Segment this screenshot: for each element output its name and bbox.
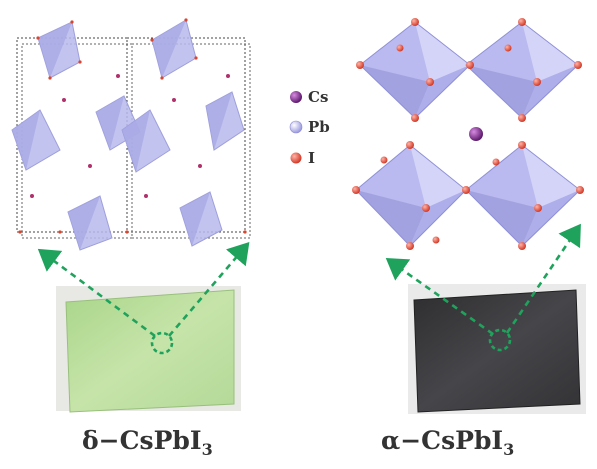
delta-arrow-left bbox=[37, 248, 156, 338]
alpha-iodide-atoms bbox=[352, 18, 584, 250]
delta-cs-atom bbox=[88, 164, 92, 168]
legend-label-pb: Pb bbox=[308, 118, 330, 136]
delta-arrows bbox=[37, 242, 250, 355]
delta-arrow-right bbox=[168, 242, 250, 337]
delta-cs-atom bbox=[144, 194, 148, 198]
alpha-phase-caption: α−CsPbI3 bbox=[381, 426, 514, 459]
legend-label-cs: Cs bbox=[308, 88, 329, 106]
alpha-arrows bbox=[385, 223, 581, 352]
delta-caption-text: δ−CsPbI bbox=[82, 426, 202, 455]
alpha-octahedron bbox=[359, 21, 471, 119]
delta-cs-atom bbox=[172, 98, 176, 102]
legend-label-i: I bbox=[308, 149, 316, 167]
alpha-film bbox=[413, 289, 581, 413]
delta-film bbox=[65, 289, 235, 413]
delta-cs-atom bbox=[198, 164, 202, 168]
delta-cs-atom bbox=[116, 74, 120, 78]
alpha-cs-atom bbox=[469, 127, 483, 141]
alpha-zoom-circle bbox=[488, 328, 512, 352]
legend-pb-swatch bbox=[289, 120, 303, 134]
alpha-caption-text: α−CsPbI bbox=[381, 426, 504, 455]
delta-film-photo bbox=[56, 286, 241, 413]
legend bbox=[289, 91, 303, 164]
alpha-octahedron bbox=[465, 21, 579, 119]
delta-cs-atom bbox=[226, 74, 230, 78]
legend-i-swatch bbox=[290, 152, 302, 164]
delta-phase-caption: δ−CsPbI3 bbox=[82, 426, 213, 459]
delta-zoom-circle bbox=[150, 331, 174, 355]
alpha-octahedron bbox=[465, 144, 581, 247]
alpha-octahedron bbox=[355, 144, 467, 247]
alpha-film-photo bbox=[408, 284, 586, 414]
delta-cs-atom bbox=[62, 98, 66, 102]
alpha-unit-cell bbox=[352, 18, 584, 250]
delta-unit-cell bbox=[11, 18, 251, 251]
legend-cs-swatch bbox=[290, 91, 302, 103]
delta-caption-subscript: 3 bbox=[201, 440, 213, 459]
alpha-caption-subscript: 3 bbox=[503, 440, 515, 459]
delta-cs-atom bbox=[30, 194, 34, 198]
